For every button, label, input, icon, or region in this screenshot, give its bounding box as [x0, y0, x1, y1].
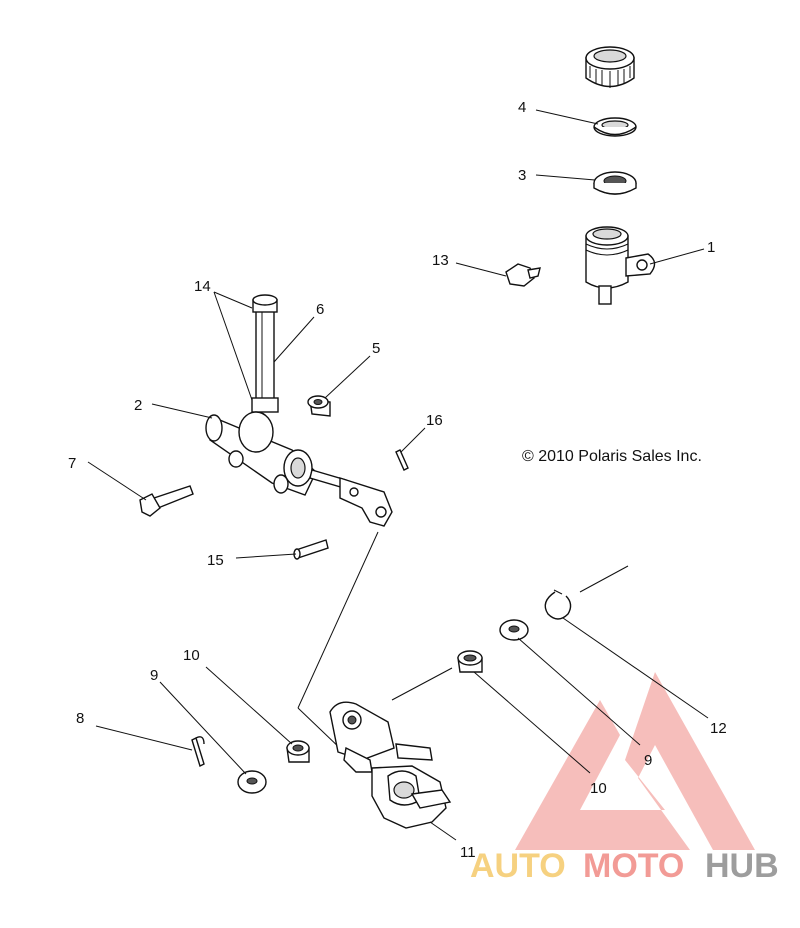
part-8-cotter-pin: 8	[76, 710, 205, 767]
callout-6: 6	[316, 301, 324, 318]
part-12-spring-clip: 12	[544, 565, 727, 737]
callout-13: 13	[432, 252, 449, 269]
callout-9-right: 9	[644, 752, 652, 769]
linkage-line	[297, 531, 379, 709]
part-13-fitting: 13	[432, 252, 541, 287]
part-10-bushing-left: 10	[183, 647, 310, 763]
callout-3: 3	[518, 167, 526, 184]
watermark-triangle-icon	[515, 672, 755, 850]
copyright-text: © 2010 Polaris Sales Inc.	[522, 448, 702, 465]
callout-14: 14	[194, 278, 211, 295]
callout-7: 7	[68, 455, 76, 472]
watermark-auto: AUTO	[470, 847, 566, 885]
part-10-bushing-right: 10	[391, 650, 607, 797]
part-4-diaphragm: 4	[518, 99, 637, 137]
part-6-hose: 6 14	[194, 278, 324, 413]
callout-15: 15	[207, 552, 224, 569]
reservoir-cap	[585, 46, 635, 88]
callout-10-right: 10	[590, 780, 607, 797]
part-15-clevis-pin: 15	[207, 539, 329, 569]
callout-12: 12	[710, 720, 727, 737]
watermark-moto: MOTO	[583, 847, 684, 885]
callout-5: 5	[372, 340, 380, 357]
part-1-reservoir: 1	[585, 226, 715, 305]
callout-2: 2	[134, 397, 142, 414]
part-9-washer-left: 9	[150, 667, 267, 794]
callout-10-left: 10	[183, 647, 200, 664]
callout-8: 8	[76, 710, 84, 727]
callout-4: 4	[518, 99, 526, 116]
part-3-plate: 3	[518, 167, 637, 195]
callout-11: 11	[460, 844, 476, 861]
callout-16: 16	[426, 412, 443, 429]
part-7-bolt: 7	[68, 455, 194, 517]
watermark-hub: HUB	[705, 847, 779, 885]
callout-9-left: 9	[150, 667, 158, 684]
part-16-cotter-pin: 16	[395, 412, 443, 471]
watermark-logo: AUTO MOTO HUB	[470, 672, 779, 885]
push-rod-clevis	[309, 469, 393, 527]
part-11-pedal-assembly: 11	[329, 701, 476, 861]
part-5-grommet: 5	[307, 340, 380, 417]
part-9-washer-right: 9	[499, 619, 652, 769]
part-2-master-cylinder: 2	[134, 397, 317, 496]
callout-1: 1	[707, 239, 715, 256]
